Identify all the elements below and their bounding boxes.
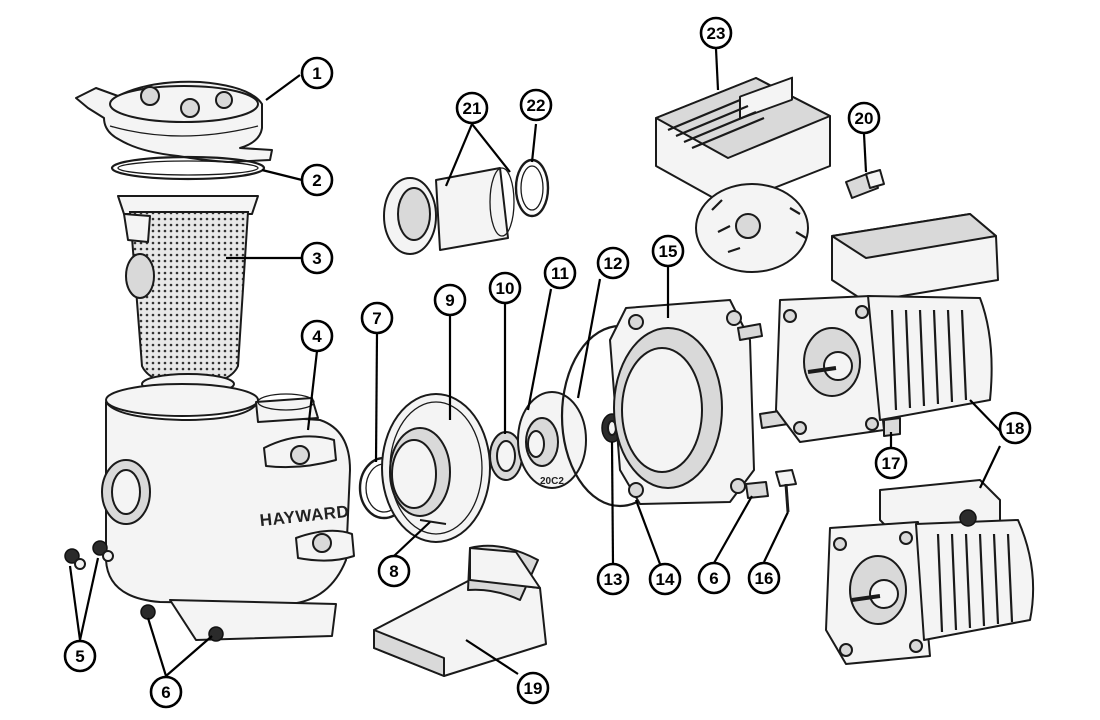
impeller-mark-text: 20C2 bbox=[540, 476, 564, 487]
callout-14: 14 bbox=[648, 562, 682, 596]
callout-4: 4 bbox=[300, 319, 334, 353]
callout-number: 15 bbox=[659, 242, 678, 261]
callout-10: 10 bbox=[488, 271, 522, 305]
callout-number: 17 bbox=[882, 454, 901, 473]
callout-11: 11 bbox=[543, 256, 577, 290]
diffuser bbox=[381, 393, 491, 543]
callout-12: 12 bbox=[596, 246, 630, 280]
strainer-lid bbox=[75, 80, 273, 163]
callout-18: 18 bbox=[998, 411, 1032, 445]
callout-1: 1 bbox=[300, 56, 334, 90]
callout-number: 9 bbox=[445, 291, 454, 310]
callout-2: 2 bbox=[300, 163, 334, 197]
callout-15: 15 bbox=[651, 234, 685, 268]
pump-housing: HAYWARD bbox=[101, 383, 355, 642]
callout-number: 6 bbox=[161, 683, 170, 702]
lid-o-ring bbox=[110, 155, 266, 181]
drain-plugs bbox=[64, 540, 114, 570]
callout-3: 3 bbox=[300, 241, 334, 275]
callout-16: 16 bbox=[747, 561, 781, 595]
callout-number: 21 bbox=[463, 99, 482, 118]
callout-number: 4 bbox=[312, 327, 322, 346]
callout-number: 2 bbox=[312, 171, 321, 190]
callout-number: 5 bbox=[75, 647, 84, 666]
callout-13: 13 bbox=[596, 562, 630, 596]
callout-number: 10 bbox=[496, 279, 515, 298]
callout-number: 23 bbox=[707, 24, 726, 43]
conduit-connector bbox=[845, 169, 885, 199]
callout-number: 13 bbox=[604, 570, 623, 589]
callout-number: 19 bbox=[524, 679, 543, 698]
callout-number: 20 bbox=[855, 109, 874, 128]
callout-23: 23 bbox=[699, 16, 733, 50]
callout-7: 7 bbox=[360, 301, 394, 335]
callout-number: 6 bbox=[709, 569, 718, 588]
callout-number: 16 bbox=[755, 569, 774, 588]
callout-6-bolt: 6 bbox=[697, 561, 731, 595]
callout-19: 19 bbox=[516, 671, 550, 705]
strainer-basket bbox=[117, 195, 259, 395]
callout-number: 3 bbox=[312, 249, 321, 268]
callout-20: 20 bbox=[847, 101, 881, 135]
pump-motor-lower bbox=[825, 479, 1035, 665]
callout-number: 12 bbox=[604, 254, 623, 273]
seal-plate bbox=[609, 299, 755, 505]
impeller: 20C2 bbox=[517, 391, 587, 489]
callout-number: 22 bbox=[527, 96, 546, 115]
callout-number: 11 bbox=[551, 264, 569, 283]
callout-6-housing: 6 bbox=[149, 675, 183, 709]
callout-5: 5 bbox=[63, 639, 97, 673]
callout-8: 8 bbox=[377, 554, 411, 588]
callout-labels: 1 2 3 4 5 6 7 8 9 10 11 12 13 14 15 6 16… bbox=[63, 16, 1032, 709]
callout-9: 9 bbox=[433, 283, 467, 317]
callout-number: 1 bbox=[312, 64, 321, 83]
motor-base bbox=[373, 544, 547, 677]
callout-number: 8 bbox=[389, 562, 398, 581]
union-fitting bbox=[383, 158, 550, 255]
callout-21: 21 bbox=[455, 91, 489, 125]
callout-leaders bbox=[68, 48, 1001, 677]
variable-speed-drive bbox=[655, 76, 831, 273]
callout-17: 17 bbox=[874, 446, 908, 480]
callout-number: 14 bbox=[656, 570, 675, 589]
pump-motor-upper bbox=[775, 213, 999, 443]
callout-number: 7 bbox=[372, 309, 381, 328]
callout-number: 18 bbox=[1006, 419, 1025, 438]
callout-22: 22 bbox=[519, 88, 553, 122]
